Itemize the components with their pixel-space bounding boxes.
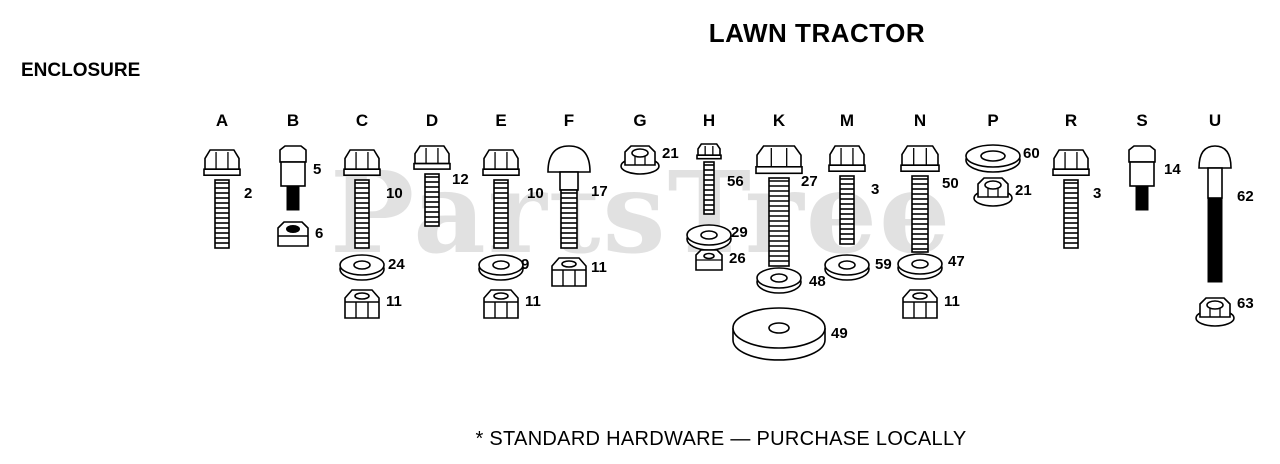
hex-bolt-long-part[interactable]: 50 <box>900 145 959 253</box>
column-letter: B <box>287 111 299 130</box>
part-number: 11 <box>525 293 541 310</box>
column-letter: P <box>987 111 998 130</box>
hex-bolt-part[interactable]: 10 <box>343 149 403 249</box>
column-letter: A <box>216 111 228 130</box>
part-number: 11 <box>944 293 960 310</box>
shoulder-bolt-part[interactable]: 14 <box>1128 145 1181 211</box>
part-number: 12 <box>452 171 469 188</box>
section-label: ENCLOSURE <box>21 60 141 81</box>
column-letter: U <box>1209 111 1221 130</box>
part-number: 48 <box>809 273 826 290</box>
part-number: 26 <box>729 250 746 267</box>
column-c: C 10 24 11 <box>339 111 405 319</box>
part-number: 5 <box>313 161 321 178</box>
column-letter: N <box>914 111 926 130</box>
column-letter: D <box>426 111 438 130</box>
small-bolt-part[interactable]: 56 <box>696 143 744 215</box>
large-washer-part[interactable]: 49 <box>732 307 848 361</box>
part-number: 3 <box>1093 185 1101 202</box>
hex-nut-part[interactable]: 11 <box>344 289 402 319</box>
part-number: 62 <box>1237 188 1254 205</box>
column-s: S 14 <box>1128 111 1181 211</box>
hex-bolt-part[interactable]: 3 <box>828 145 879 245</box>
footnote: * STANDARD HARDWARE — PURCHASE LOCALLY <box>475 428 967 450</box>
flange-nut-part[interactable]: 21 <box>620 145 679 175</box>
washer-part[interactable]: 48 <box>756 267 826 294</box>
part-number: 60 <box>1023 145 1040 162</box>
washer-part[interactable]: 29 <box>686 224 748 251</box>
part-number: 11 <box>386 293 402 310</box>
hex-bolt-part[interactable]: 2 <box>203 149 252 249</box>
column-h: H 56 29 26 <box>686 111 748 271</box>
part-number: 2 <box>244 185 252 202</box>
column-f: F 17 11 <box>547 111 608 287</box>
part-number: 24 <box>388 256 405 273</box>
carriage-bolt-part[interactable]: 17 <box>547 145 608 249</box>
column-letter: K <box>773 111 786 130</box>
column-m: M 3 59 <box>824 111 892 281</box>
column-letter: G <box>633 111 646 130</box>
lock-nut-part[interactable]: 6 <box>277 221 323 247</box>
page-title: LAWN TRACTOR <box>708 18 926 48</box>
column-u: U 62 63 <box>1195 111 1254 327</box>
part-number: 14 <box>1164 161 1181 178</box>
hex-bolt-part[interactable]: 3 <box>1052 149 1101 249</box>
part-number: 9 <box>521 256 529 273</box>
flange-nut-part[interactable]: 63 <box>1195 295 1254 327</box>
part-number: 59 <box>875 256 892 273</box>
hex-nut-part[interactable]: 11 <box>551 257 607 287</box>
part-number: 17 <box>591 183 608 200</box>
column-d: D 12 <box>413 111 469 227</box>
column-a: A2 <box>203 111 252 249</box>
hex-nut-part[interactable]: 11 <box>902 289 960 319</box>
column-letter: H <box>703 111 715 130</box>
part-number: 63 <box>1237 295 1254 312</box>
part-number: 49 <box>831 325 848 342</box>
part-number: 56 <box>727 173 744 190</box>
part-number: 11 <box>591 259 607 276</box>
column-b: B 5 6 <box>277 111 323 247</box>
part-number: 29 <box>731 224 748 241</box>
part-number: 3 <box>871 181 879 198</box>
part-number: 27 <box>801 173 818 190</box>
column-e: E 10 9 11 <box>478 111 544 319</box>
part-number: 47 <box>948 253 965 270</box>
washer-part[interactable]: 59 <box>824 254 892 281</box>
washer-part[interactable]: 47 <box>897 253 965 280</box>
column-letter: C <box>356 111 368 130</box>
part-number: 21 <box>662 145 679 162</box>
small-nut-part[interactable]: 26 <box>695 249 746 271</box>
column-letter: R <box>1065 111 1077 130</box>
column-letter: S <box>1136 111 1147 130</box>
column-letter: E <box>495 111 506 130</box>
column-letter: M <box>840 111 854 130</box>
column-n: N 50 47 11 <box>897 111 965 319</box>
column-k: K 27 48 49 <box>732 111 848 361</box>
column-g: G 21 <box>620 111 679 175</box>
flange-nut-part[interactable]: 21 <box>973 177 1032 207</box>
hex-bolt-short-part[interactable]: 12 <box>413 145 469 227</box>
large-bolt-part[interactable]: 27 <box>755 145 818 267</box>
part-number: 21 <box>1015 182 1032 199</box>
part-number: 10 <box>527 185 544 202</box>
long-carriage-bolt-part[interactable]: 62 <box>1198 145 1254 283</box>
washer-top-part[interactable]: 60 <box>965 144 1040 173</box>
part-number: 50 <box>942 175 959 192</box>
shoulder-bolt-part[interactable]: 5 <box>279 145 321 211</box>
part-number: 10 <box>386 185 403 202</box>
column-letter: F <box>564 111 574 130</box>
hex-nut-part[interactable]: 11 <box>483 289 541 319</box>
column-r: R3 <box>1052 111 1101 249</box>
part-number: 6 <box>315 225 323 242</box>
hex-bolt-part[interactable]: 10 <box>482 149 544 249</box>
column-p: P 60 21 <box>965 111 1040 207</box>
washer-part[interactable]: 9 <box>478 254 529 281</box>
washer-part[interactable]: 24 <box>339 254 405 281</box>
